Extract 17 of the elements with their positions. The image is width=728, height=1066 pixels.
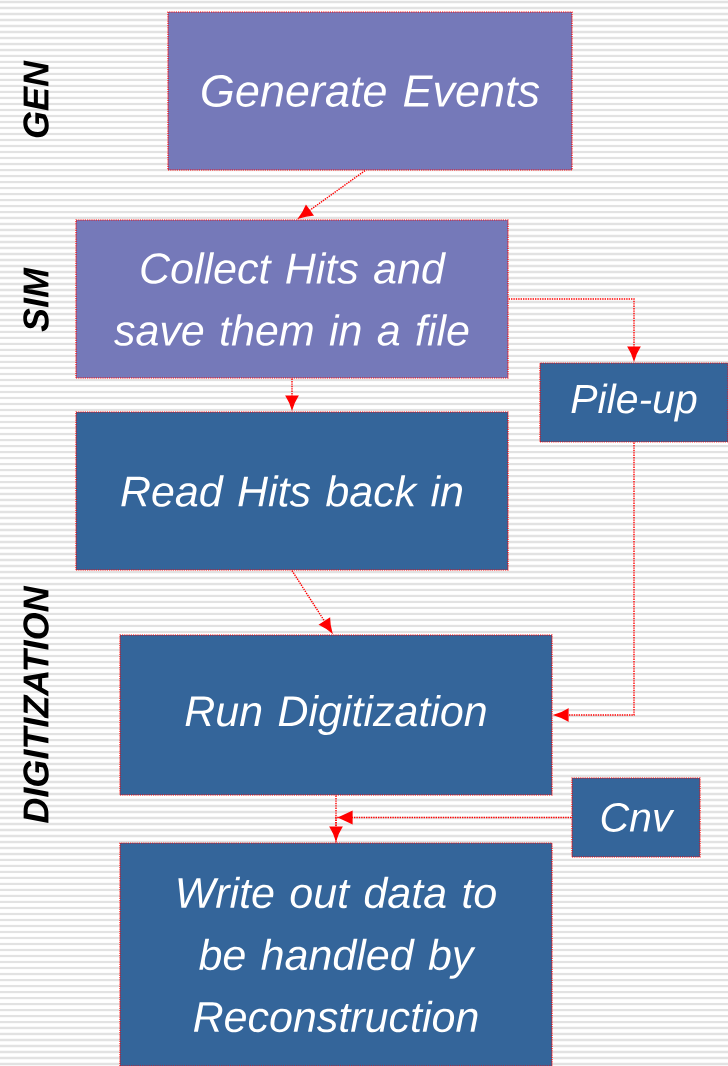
process-box: Cnv	[571, 777, 701, 858]
section-label: GEN	[23, 60, 49, 138]
arrow	[329, 794, 343, 841]
arrow	[507, 298, 641, 361]
process-box: Collect Hits and save them in a file	[75, 219, 509, 379]
process-box: Pile-up	[539, 362, 728, 443]
process-box: Read Hits back in	[75, 411, 509, 571]
arrow	[291, 569, 333, 633]
section-label: DIGITIZATION	[23, 585, 49, 824]
section-label: SIM	[23, 267, 49, 332]
process-box: Write out data to be handled by Reconstruction	[119, 842, 553, 1066]
arrow	[554, 441, 635, 722]
arrow	[285, 377, 299, 410]
arrow	[298, 169, 366, 219]
arrow	[335, 810, 573, 844]
process-box: Run Digitization	[119, 634, 553, 796]
process-box: Generate Events	[167, 11, 573, 171]
